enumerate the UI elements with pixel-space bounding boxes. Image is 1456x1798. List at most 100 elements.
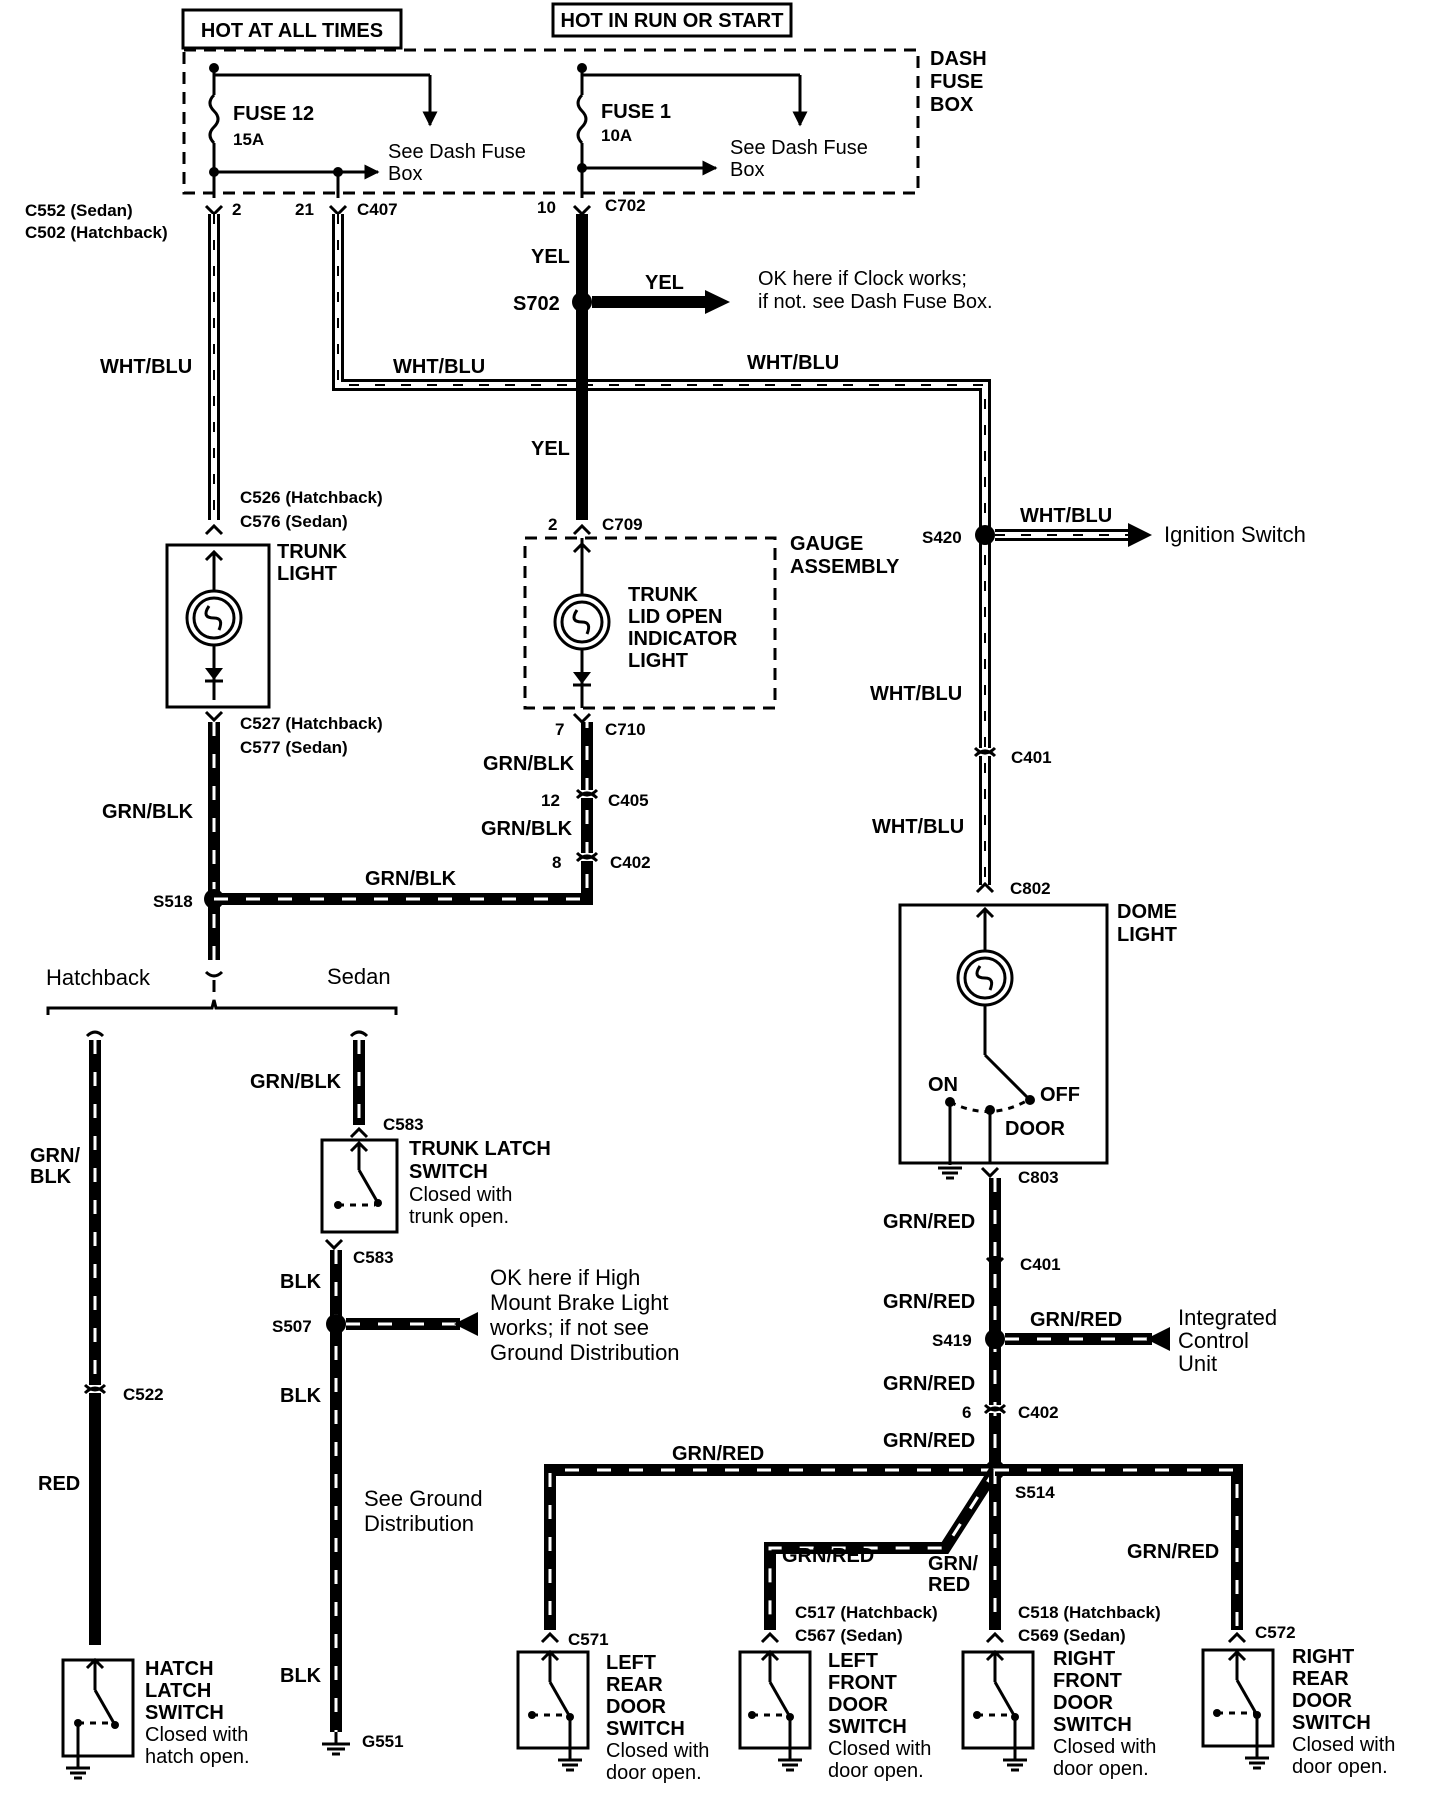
c567-label: C567 (Sedan) [795,1626,903,1645]
wire-label-red: RED [38,1473,80,1495]
trunk-latch-label-2: SWITCH [409,1161,488,1183]
wire-label-blk-3: BLK [280,1665,322,1687]
wire-label-blk-2: BLK [280,1385,322,1407]
dome-off-label: OFF [1040,1084,1080,1106]
left-front-label-2: FRONT [828,1672,897,1694]
gauge-assembly-label-1: GAUGE [790,533,863,555]
wire-label-grn-blk-split-2: BLK [30,1166,72,1188]
wire-label-grn-blk-5: GRN/BLK [250,1071,342,1093]
see-dash-fuse-1b: Box [388,163,422,185]
wire-label-grn-red-1: GRN/RED [883,1211,975,1233]
right-rear-label-1: RIGHT [1292,1646,1354,1668]
s518-label: S518 [153,892,193,911]
left-front-label-3: DOOR [828,1694,889,1716]
trunk-latch-note-2: trunk open. [409,1206,509,1228]
right-rear-label-2: REAR [1292,1668,1349,1690]
c401a-label: C401 [1011,748,1052,767]
right-rear-label-4: SWITCH [1292,1712,1371,1734]
wire-label-wht-blu-2: WHT/BLU [393,356,485,378]
right-rear-note-1: Closed with [1292,1734,1395,1756]
hot-at-all-times-box: HOT AT ALL TIMES [181,8,403,50]
hatch-latch-label-2: LATCH [145,1680,211,1702]
right-rear-note-2: door open. [1292,1756,1388,1778]
trunk-light: TRUNK LIGHT [165,541,348,709]
brake-note-1: OK here if High [490,1265,640,1290]
wire-label-grn-red-split-2: RED [928,1574,970,1596]
c552-label: C552 (Sedan) [25,201,133,220]
s420-label: S420 [922,528,962,547]
c526-label: C526 (Hatchback) [240,488,383,507]
fuse-1-name: FUSE 1 [601,101,671,123]
sedan-label: Sedan [327,964,391,989]
wire-label-wht-blu-1: WHT/BLU [100,356,192,378]
c401b-label: C401 [1020,1255,1061,1274]
dome-on-label: ON [928,1074,958,1096]
wire-label-yel-1: YEL [531,246,570,268]
right-front-label-1: RIGHT [1053,1648,1115,1670]
dome-light-label-2: LIGHT [1117,924,1177,946]
indicator-label-3: INDICATOR [628,628,738,650]
wire-yel [572,214,730,520]
icu-note-3: Unit [1178,1351,1217,1376]
c571-label: C571 [568,1630,609,1649]
c709-label: C709 [602,515,643,534]
left-front-label-4: SWITCH [828,1716,907,1738]
hatch-latch-note-2: hatch open. [145,1746,250,1768]
pin7-label: 7 [555,720,564,739]
c577-label: C577 (Sedan) [240,738,348,757]
c583a-label: C583 [383,1115,424,1134]
gauge-assembly-label-2: ASSEMBLY [790,556,900,578]
clock-note-2: if not. see Dash Fuse Box. [758,291,993,313]
trunk-latch-note-1: Closed with [409,1184,512,1206]
hatch-latch-note-1: Closed with [145,1724,248,1746]
see-dash-fuse-2b: Box [730,159,764,181]
wire-label-grn-red-8: GRN/RED [1127,1541,1219,1563]
c527-label: C527 (Hatchback) [240,714,383,733]
trunk-latch-label-1: TRUNK LATCH [409,1138,551,1160]
s702-label: S702 [513,293,560,315]
left-front-label-1: LEFT [828,1650,878,1672]
wire-label-wht-blu-5: WHT/BLU [870,683,962,705]
c517-label: C517 (Hatchback) [795,1603,938,1622]
wire-label-wht-blu-4: WHT/BLU [1020,505,1112,527]
indicator-label-2: LID OPEN [628,606,722,628]
c702-label: C702 [605,196,646,215]
fuse-12-rating: 15A [233,130,264,149]
c802-label: C802 [1010,879,1051,898]
ground-note-2: Distribution [364,1511,474,1536]
see-dash-fuse-1a: See Dash Fuse [388,141,526,163]
pin8-label: 8 [552,853,561,872]
hatch-latch-label-1: HATCH [145,1658,214,1680]
icu-note-1: Integrated [1178,1305,1277,1330]
s419-label: S419 [932,1331,972,1350]
c522-label: C522 [123,1385,164,1404]
left-rear-label-2: REAR [606,1674,663,1696]
brake-note-2: Mount Brake Light [490,1290,669,1315]
trunk-light-label-1: TRUNK [277,541,348,563]
dash-fuse-box: DASH FUSE BOX [182,48,987,195]
right-front-note-2: door open. [1053,1758,1149,1780]
c405-label: C405 [608,791,649,810]
wire-label-wht-blu-6: WHT/BLU [872,816,964,838]
wire-label-yel-3: YEL [645,272,684,294]
c569-label: C569 (Sedan) [1018,1626,1126,1645]
c518-label: C518 (Hatchback) [1018,1603,1161,1622]
hatch-latch-label-3: SWITCH [145,1702,224,1724]
c583b-label: C583 [353,1248,394,1267]
s514-label: S514 [1015,1483,1055,1502]
pin21-label: 21 [295,200,314,219]
ignition-switch-note: Ignition Switch [1164,522,1306,547]
g551-label: G551 [362,1732,404,1751]
pin12-label: 12 [541,791,560,810]
wire-label-blk-1: BLK [280,1271,322,1293]
c502-label: C502 (Hatchback) [25,223,168,242]
right-front-label-2: FRONT [1053,1670,1122,1692]
dash-fuse-box-label-2: FUSE [930,71,983,93]
right-front-note-1: Closed with [1053,1736,1156,1758]
c710-label: C710 [605,720,646,739]
hatch-latch-switch: HATCH LATCH SWITCH Closed with hatch ope… [61,1657,250,1780]
indicator-label-4: LIGHT [628,650,688,672]
hatchback-label: Hatchback [46,965,151,990]
left-rear-label-1: LEFT [606,1652,656,1674]
